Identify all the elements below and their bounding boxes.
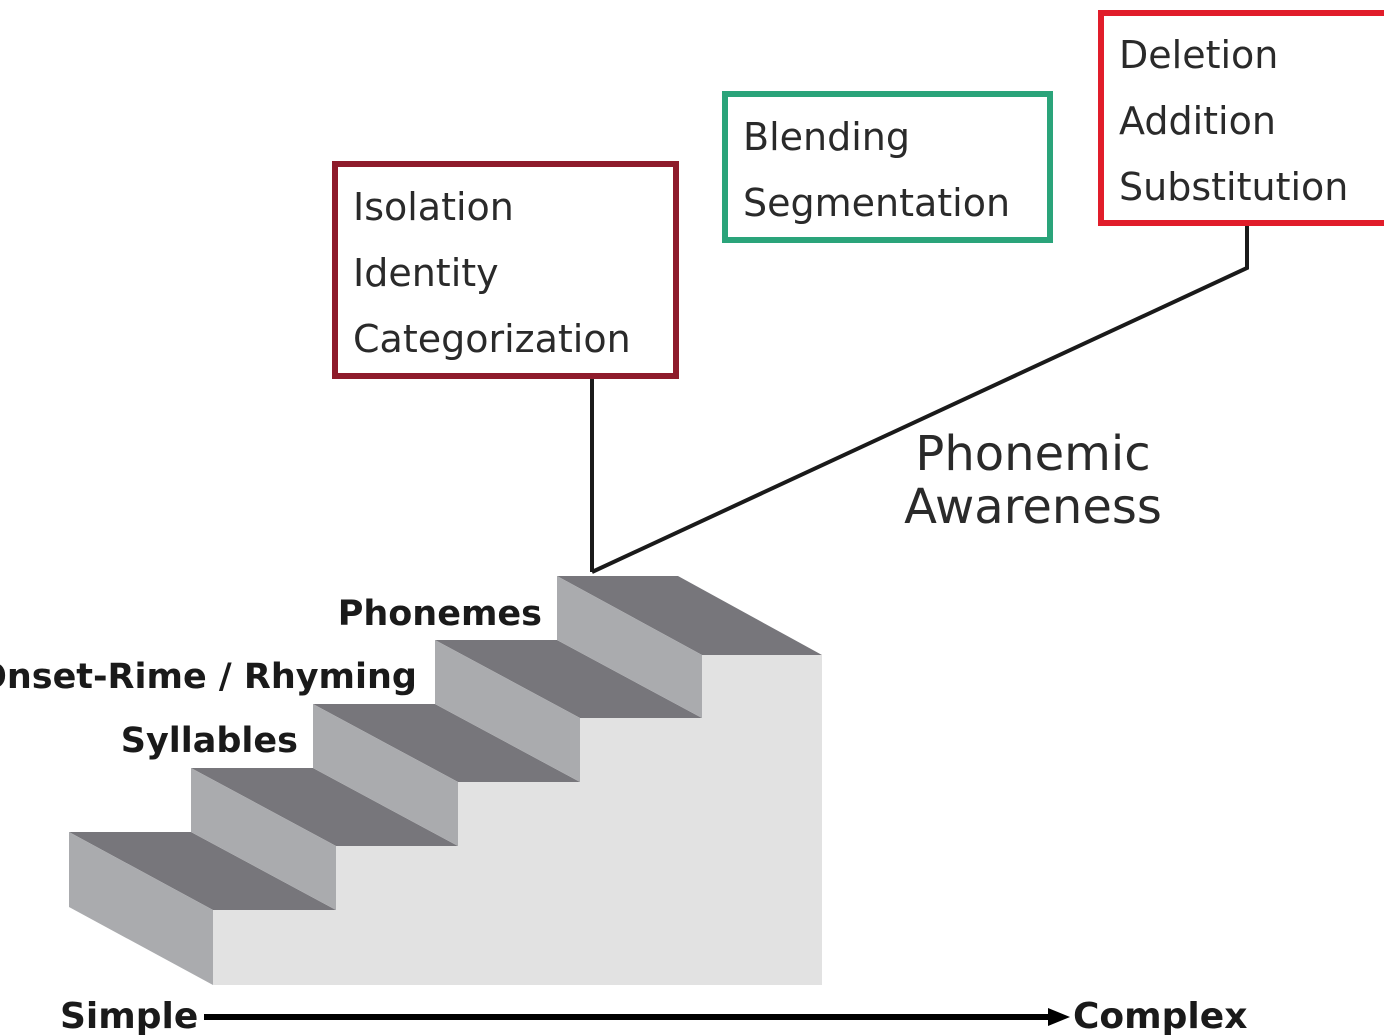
box-2-item-segmentation: Segmentation	[743, 181, 1010, 225]
box-3-item-addition: Addition	[1119, 99, 1276, 143]
step-1-riser	[69, 832, 213, 985]
box-1-item-categorization: Categorization	[353, 317, 631, 361]
phonemic-awareness-line-1: Phonemic	[915, 426, 1150, 482]
scale-label-simple: Simple	[60, 996, 198, 1035]
stair-step-4	[435, 640, 702, 782]
step-4-riser	[435, 640, 580, 782]
phonemic-awareness-line-2: Awareness	[904, 479, 1162, 535]
scale-label-complex: Complex	[1073, 996, 1247, 1035]
box-3-item-deletion: Deletion	[1119, 33, 1278, 77]
skill-box-blending: Blending Segmentation	[722, 91, 1053, 243]
step-4-top	[435, 640, 702, 718]
stair-label-syllables: Syllables	[121, 721, 298, 761]
skill-box-isolation: Isolation Identity Categorization	[332, 161, 679, 379]
step-3-top	[313, 704, 580, 782]
stair-step-1	[69, 832, 336, 985]
scale-arrow-head-icon	[1048, 1008, 1070, 1026]
stair-step-5	[557, 576, 822, 718]
box-2-frame	[722, 91, 1053, 243]
stair-side-wall	[213, 655, 822, 985]
stair-label-phonemes: Phonemes	[338, 594, 542, 634]
stair-step-3	[313, 704, 580, 846]
box-1-item-identity: Identity	[353, 251, 499, 295]
box-1-item-isolation: Isolation	[353, 185, 514, 229]
box-2-item-blending: Blending	[743, 115, 910, 159]
step-2-top	[191, 768, 458, 846]
stair-label-onset-rime: Onset-Rime / Rhyming	[0, 657, 417, 697]
box-3-item-substitution: Substitution	[1119, 165, 1348, 209]
step-3-riser	[313, 704, 458, 846]
box-1-frame	[332, 161, 679, 379]
step-2-riser	[191, 768, 336, 910]
step-1-top	[69, 832, 336, 910]
step-5-top	[557, 576, 822, 655]
skill-box-deletion: Deletion Addition Substitution	[1098, 10, 1384, 226]
box-3-frame	[1098, 10, 1384, 226]
connector-line-box3	[591, 226, 1249, 574]
step-5-riser	[557, 576, 702, 718]
stair-step-2	[191, 768, 458, 910]
